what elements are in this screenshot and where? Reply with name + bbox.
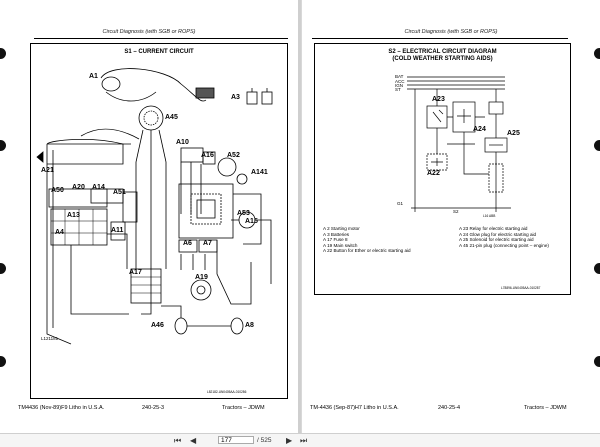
label-a24: A24 [473,126,486,133]
binder-hole [0,263,6,274]
legend-item: A 45 21-pin plug (connecting point – eng… [459,242,549,248]
legend-item: A 25 Solenoid for electric starting aid [459,237,534,243]
total-pages: / 525 [257,436,272,444]
cold-start-diagram: S2 – ELECTRICAL CIRCUIT DIAGRAM (COLD WE… [314,43,571,295]
label-a23: A23 [432,96,445,103]
legend-item: A 24 Glow plug for electric starting aid [459,231,537,237]
legend-item: A 17 Fuse 8 [323,237,348,243]
footer-right: Tractors – JDWM [524,405,567,411]
label-a22: A22 [427,170,440,177]
label-g1: G1 [397,201,404,206]
diagram-title-line2: (COLD WEATHER STARTING AIDS) [392,56,493,62]
wiring-schematic [36,68,273,345]
label-a11: A11 [111,227,124,234]
label-a21: A21 [41,167,54,174]
diagram-code: L82182-UN0405AA-010286 [207,390,247,394]
terminal-acc: ACC [395,78,405,84]
label-a19: A19 [195,274,208,281]
label-a10: A10 [176,139,189,146]
right-page: Circuit Diagnosis (with SGB or ROPS) S2 … [302,0,600,433]
legend-item: A 22 Button for Ether or electric starti… [323,248,411,254]
binder-hole [0,140,6,151]
page-gutter [298,0,302,433]
label-a3: A3 [231,94,240,101]
legend-right: A 23 Relay for electric starting aid A 2… [459,226,569,248]
footer-left: TM4436 (Nov-89)F9 Litho in U.S.A. [18,405,105,411]
label-a52: A52 [227,152,240,159]
last-page-button[interactable]: ⏭ [300,436,308,445]
binder-hole [0,48,6,59]
binder-hole [594,356,600,367]
page-header: Circuit Diagnosis (with SGB or ROPS) [404,29,498,35]
label-a50: A50 [51,187,64,194]
label-a17: A17 [129,269,142,276]
binder-hole [594,263,600,274]
legend-item: A 3 Batteries [323,231,350,237]
wiring-schematic [407,76,511,212]
label-a51: A51 [113,189,126,196]
label-a46: A46 [151,322,164,329]
label-a7: A7 [203,240,212,247]
first-page-button[interactable]: ⏮ [174,436,182,445]
label-a16: A16 [201,152,214,159]
prev-page-button[interactable]: ◀ [190,436,197,445]
label-a20: A20 [72,184,85,191]
label-a4: A4 [55,229,64,236]
terminal-ign: IGN [395,82,404,88]
footer-page-number: 240-25-3 [142,405,165,411]
label-a8: A8 [245,322,254,329]
binder-hole [594,48,600,59]
label-a53: A53 [237,210,250,217]
legend-item: A 23 Relay for electric starting aid [459,226,528,231]
label-l16: L16 ABB [483,214,496,218]
terminal-st: ST [395,86,401,92]
label-a13: A13 [67,212,80,219]
legend-item: A 19 Main switch [323,242,358,248]
label-a15: A15 [245,218,258,225]
terminal-bat: BAT [395,74,404,79]
left-page: Circuit Diagnosis (with SGB or ROPS) S1 … [0,0,298,433]
label-a1: A1 [89,73,98,80]
pdf-viewer-navbar: ⏮ ◀ / 525 ▶ ⏭ [0,433,600,447]
page-number-input[interactable] [218,436,254,444]
current-circuit-diagram: S1 – CURRENT CIRCUIT [30,43,288,399]
page-header: Circuit Diagnosis (with SGB or ROPS) [102,29,196,35]
diagram-code: L78896-UN0405AA-010287 [501,286,541,290]
header-rule [312,38,568,39]
legend-item: A 2 Starting motor [323,226,360,231]
footer-right: Tractors – JDWM [222,405,265,411]
footer-page-number: 240-25-4 [438,405,461,411]
label-a141: A141 [251,169,268,176]
next-page-button[interactable]: ▶ [286,436,293,445]
diagram-title-line1: S2 – ELECTRICAL CIRCUIT DIAGRAM [388,49,497,55]
label-a14: A14 [92,184,105,191]
footer-left: TM-4436 (Sep-87)H7 Litho in U.S.A. [310,405,399,411]
figure-id: L121181 [41,336,59,341]
label-s2: S2 [453,209,459,214]
binder-hole [594,140,600,151]
binder-hole [0,356,6,367]
label-a25: A25 [507,130,520,137]
legend-left: A 2 Starting motor A 3 Batteries A 17 Fu… [323,226,453,254]
label-a45: A45 [165,114,178,121]
header-rule [34,38,288,39]
label-a6: A6 [183,240,192,247]
diagram-title: S1 – CURRENT CIRCUIT [124,49,194,55]
